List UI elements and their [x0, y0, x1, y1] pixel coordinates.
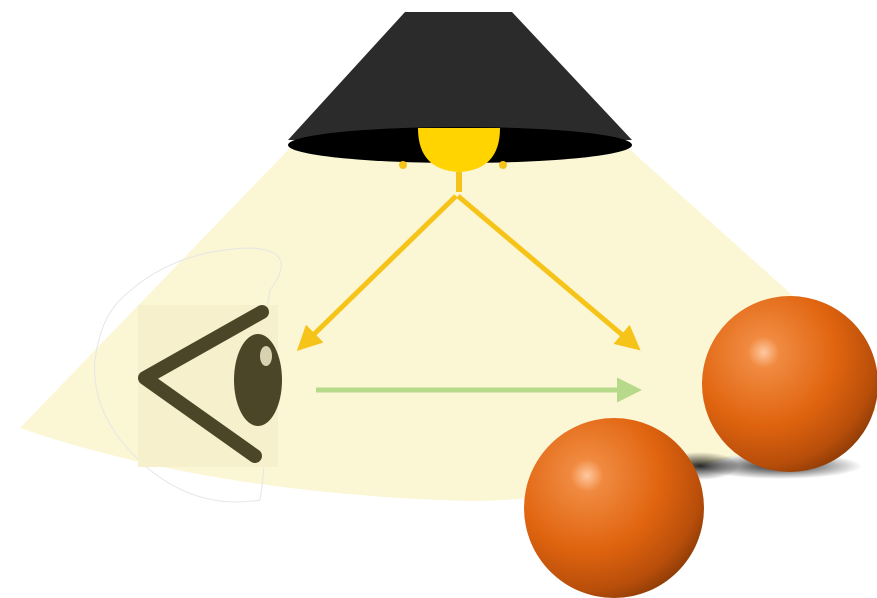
bulb-glint-left [399, 161, 407, 169]
ray-to-balls [456, 194, 641, 351]
eye-icon [138, 305, 282, 467]
bulb-stem [456, 172, 462, 192]
bulb-glint-right [499, 161, 507, 169]
eye-highlight [260, 346, 272, 366]
orange-sphere-front [524, 418, 704, 598]
ray-to-eye [296, 194, 458, 351]
eye-outline-decor [94, 247, 282, 503]
eye-lid [138, 305, 269, 463]
orange-sphere-back [702, 296, 877, 472]
light-bulb-icon [418, 128, 500, 172]
eye-iris [234, 334, 282, 426]
lampshade [288, 12, 632, 140]
lamp-with-shade [288, 12, 632, 192]
